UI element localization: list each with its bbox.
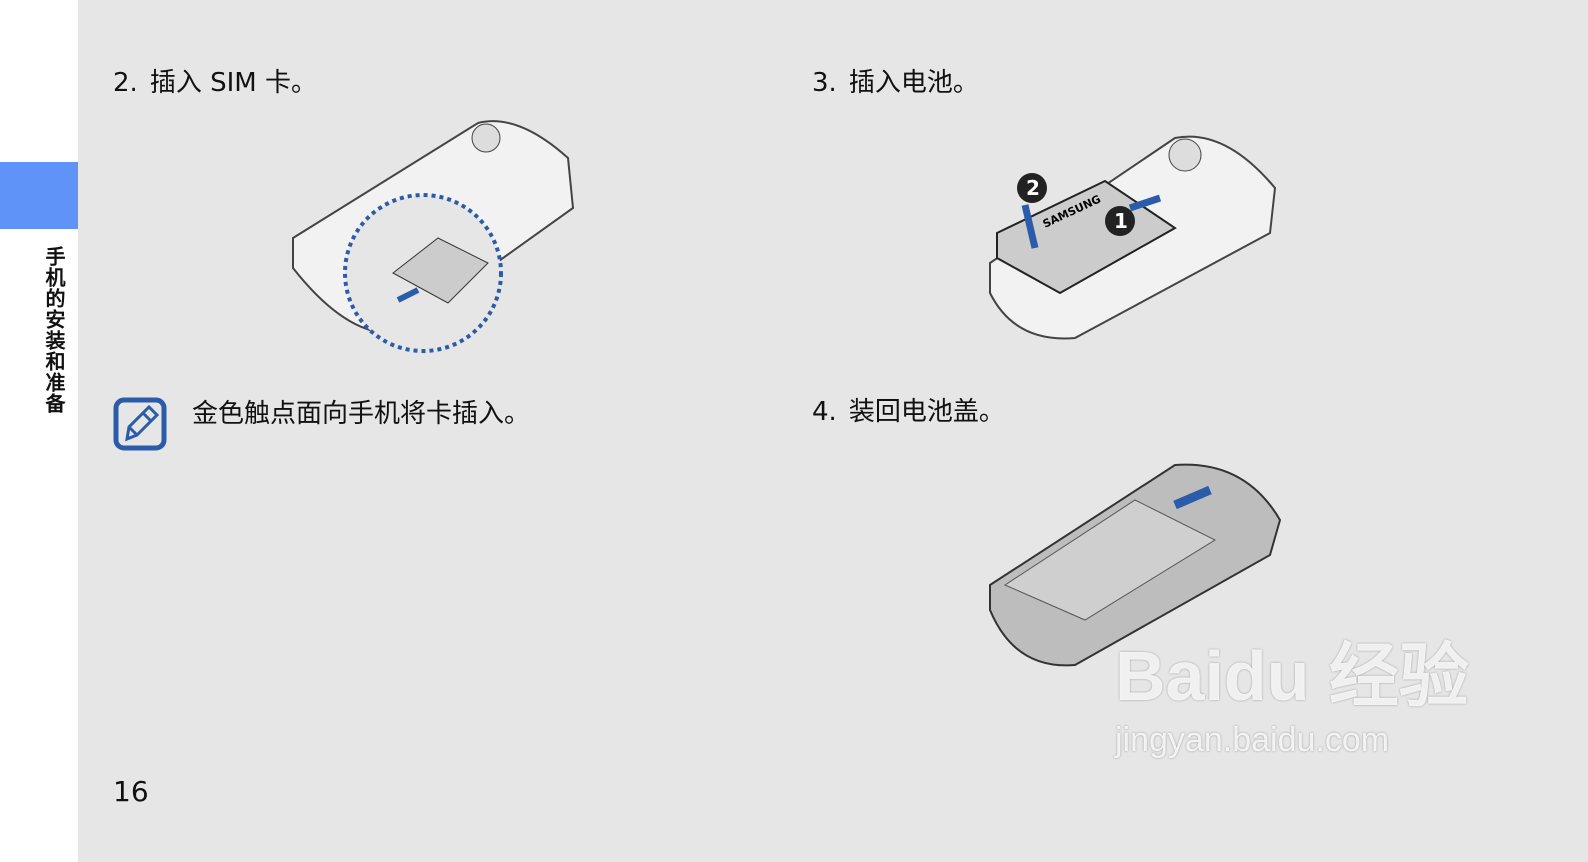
page-number: 16: [113, 775, 149, 808]
step-number: 2.: [113, 68, 138, 98]
note-pencil-icon: [113, 397, 167, 451]
sim-insert-illustration: [292, 120, 575, 353]
step-2: 2. 插入 SIM 卡。: [113, 62, 317, 99]
callout-1: 1: [1114, 209, 1128, 233]
section-title: 手机的安装和准备: [42, 246, 66, 414]
step-number: 4.: [812, 397, 837, 427]
step-text: 装回电池盖。: [848, 397, 1005, 427]
battery-cover-illustration: [989, 463, 1282, 667]
step-4: 4. 装回电池盖。: [812, 391, 1005, 428]
step-number: 3.: [812, 68, 837, 98]
section-tab: [0, 162, 78, 229]
step-text: 插入电池。: [848, 68, 979, 98]
watermark-url: jingyan.baidu.com: [1115, 721, 1390, 759]
battery-insert-illustration: SAMSUNG 2 1: [989, 135, 1277, 340]
step-3: 3. 插入电池。: [812, 62, 979, 99]
note-text: 金色触点面向手机将卡插入。: [192, 399, 531, 429]
watermark-brand: Baidu 经验: [1115, 637, 1469, 715]
step-text: 插入 SIM 卡。: [149, 68, 317, 98]
sidebar: 手机的安装和准备: [0, 0, 78, 862]
callout-2: 2: [1026, 176, 1040, 200]
watermark: Baidu 经验 jingyan.baidu.com: [1115, 620, 1469, 760]
